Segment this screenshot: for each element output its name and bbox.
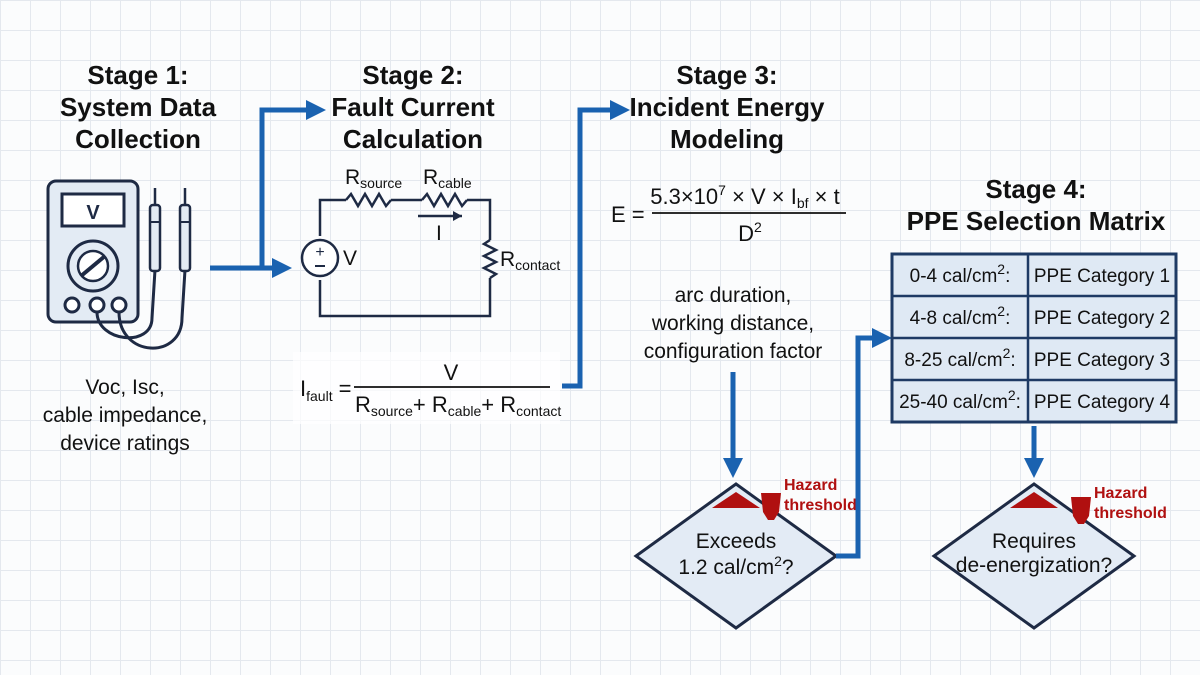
- ppe-matrix-category-cell: PPE Category 4: [1034, 392, 1171, 413]
- ppe-matrix-category-cell: PPE Category 1: [1034, 266, 1170, 287]
- resistor-icon: [421, 191, 468, 209]
- fault-formula-lhs: Ifault=: [300, 376, 351, 404]
- energy-formula-lhs: E =: [611, 202, 645, 227]
- probe-icon: [95, 188, 192, 350]
- energy-formula-numerator: 5.3×107 × V × Ibf × t: [650, 182, 840, 211]
- svg-text:+: +: [315, 244, 324, 261]
- stage4-hazard-label-line2: threshold: [1094, 505, 1167, 522]
- ppe-matrix-range-cell: 0-4 cal/cm2:: [910, 261, 1011, 287]
- circuit-r-contact-label: Rcontact: [500, 248, 560, 273]
- stage3-title-line2: Incident Energy: [629, 92, 825, 122]
- stage3-hazard-label-line1: Hazard: [784, 477, 837, 494]
- stage4-hazard-label-line1: Hazard: [1094, 485, 1147, 502]
- ppe-matrix-category-cell: PPE Category 3: [1034, 350, 1170, 371]
- ppe-matrix-range-cell: 4-8 cal/cm2:: [910, 303, 1011, 329]
- hazard-triangle-icon: [712, 492, 760, 508]
- stage3-factor-line3: configuration factor: [644, 340, 823, 363]
- energy-formula-denominator: D2: [738, 219, 762, 246]
- flow-arrow-stage1-to-stage2: [210, 100, 326, 271]
- stage1-param-line2: cable impedance,: [43, 404, 208, 427]
- circuit-diagram: [318, 191, 499, 318]
- fault-formula-denominator: Rsource+ Rcable+ Rcontact: [355, 392, 561, 419]
- stage3-title-line1: Stage 3:: [676, 60, 777, 90]
- voltage-source-icon: +: [300, 238, 340, 278]
- stage2: Stage 2: Fault Current Calculation + V R…: [293, 60, 561, 424]
- circuit-r-source-label: Rsource: [345, 166, 402, 191]
- decision2-line1: Requires: [992, 530, 1076, 553]
- stage3-hazard-label-line2: threshold: [784, 497, 857, 514]
- stage2-title-line1: Stage 2:: [362, 60, 463, 90]
- current-arrowhead: [453, 211, 462, 221]
- ppe-matrix: 0-4 cal/cm2: PPE Category 1 4-8 cal/cm2:…: [890, 252, 1178, 424]
- stage4-title-line2: PPE Selection Matrix: [907, 206, 1166, 236]
- resistor-icon: [481, 238, 499, 280]
- multimeter-icon: V: [46, 179, 140, 324]
- ppe-matrix-range-cell: 25-40 cal/cm2:: [899, 387, 1021, 413]
- stage1-param-line1: Voc, Isc,: [85, 376, 164, 399]
- circuit-current-label: I: [436, 222, 442, 245]
- stage1-param-line3: device ratings: [60, 432, 190, 455]
- ppe-matrix-category-cell: PPE Category 2: [1034, 308, 1170, 329]
- cup-icon: [1071, 497, 1091, 524]
- stage3-title-line3: Modeling: [670, 124, 784, 154]
- ppe-matrix-range-cell: 8-25 cal/cm2:: [904, 345, 1015, 371]
- decision2-line2: de-energization?: [956, 554, 1112, 577]
- stage1-title-line1: Stage 1:: [87, 60, 188, 90]
- fault-formula-background: [293, 352, 560, 424]
- flow-arrow-decision1-to-matrix: [836, 328, 892, 559]
- stage1-title-line2: System Data: [60, 92, 217, 122]
- stage1: Stage 1: System Data Collection V Voc,: [43, 60, 217, 455]
- stage4: Stage 4: PPE Selection Matrix 0-4 cal/cm…: [890, 174, 1178, 630]
- stage2-title-line2: Fault Current: [331, 92, 495, 122]
- stage3-factor-line1: arc duration,: [675, 284, 792, 307]
- circuit-voltage-label: V: [343, 247, 357, 270]
- resistor-icon: [345, 191, 392, 209]
- stage3: Stage 3: Incident Energy Modeling E = 5.…: [611, 60, 857, 630]
- stage4-title-line1: Stage 4:: [985, 174, 1086, 204]
- meter-display-text: V: [86, 202, 100, 224]
- hazard-triangle-icon: [1010, 492, 1058, 508]
- stage1-title-line3: Collection: [75, 124, 201, 154]
- flow-arrow-stage2-to-stage3: [562, 100, 630, 389]
- decision1-line1: Exceeds: [696, 530, 777, 553]
- decision-diamond-exceeds: [633, 482, 839, 630]
- stage3-factor-line2: working distance,: [651, 312, 814, 335]
- circuit-r-cable-label: Rcable: [423, 166, 472, 191]
- cup-icon: [761, 493, 781, 520]
- stage2-title-line3: Calculation: [343, 124, 483, 154]
- decision1-line2: 1.2 cal/cm2?: [678, 553, 793, 579]
- fault-formula-numerator: V: [444, 360, 459, 385]
